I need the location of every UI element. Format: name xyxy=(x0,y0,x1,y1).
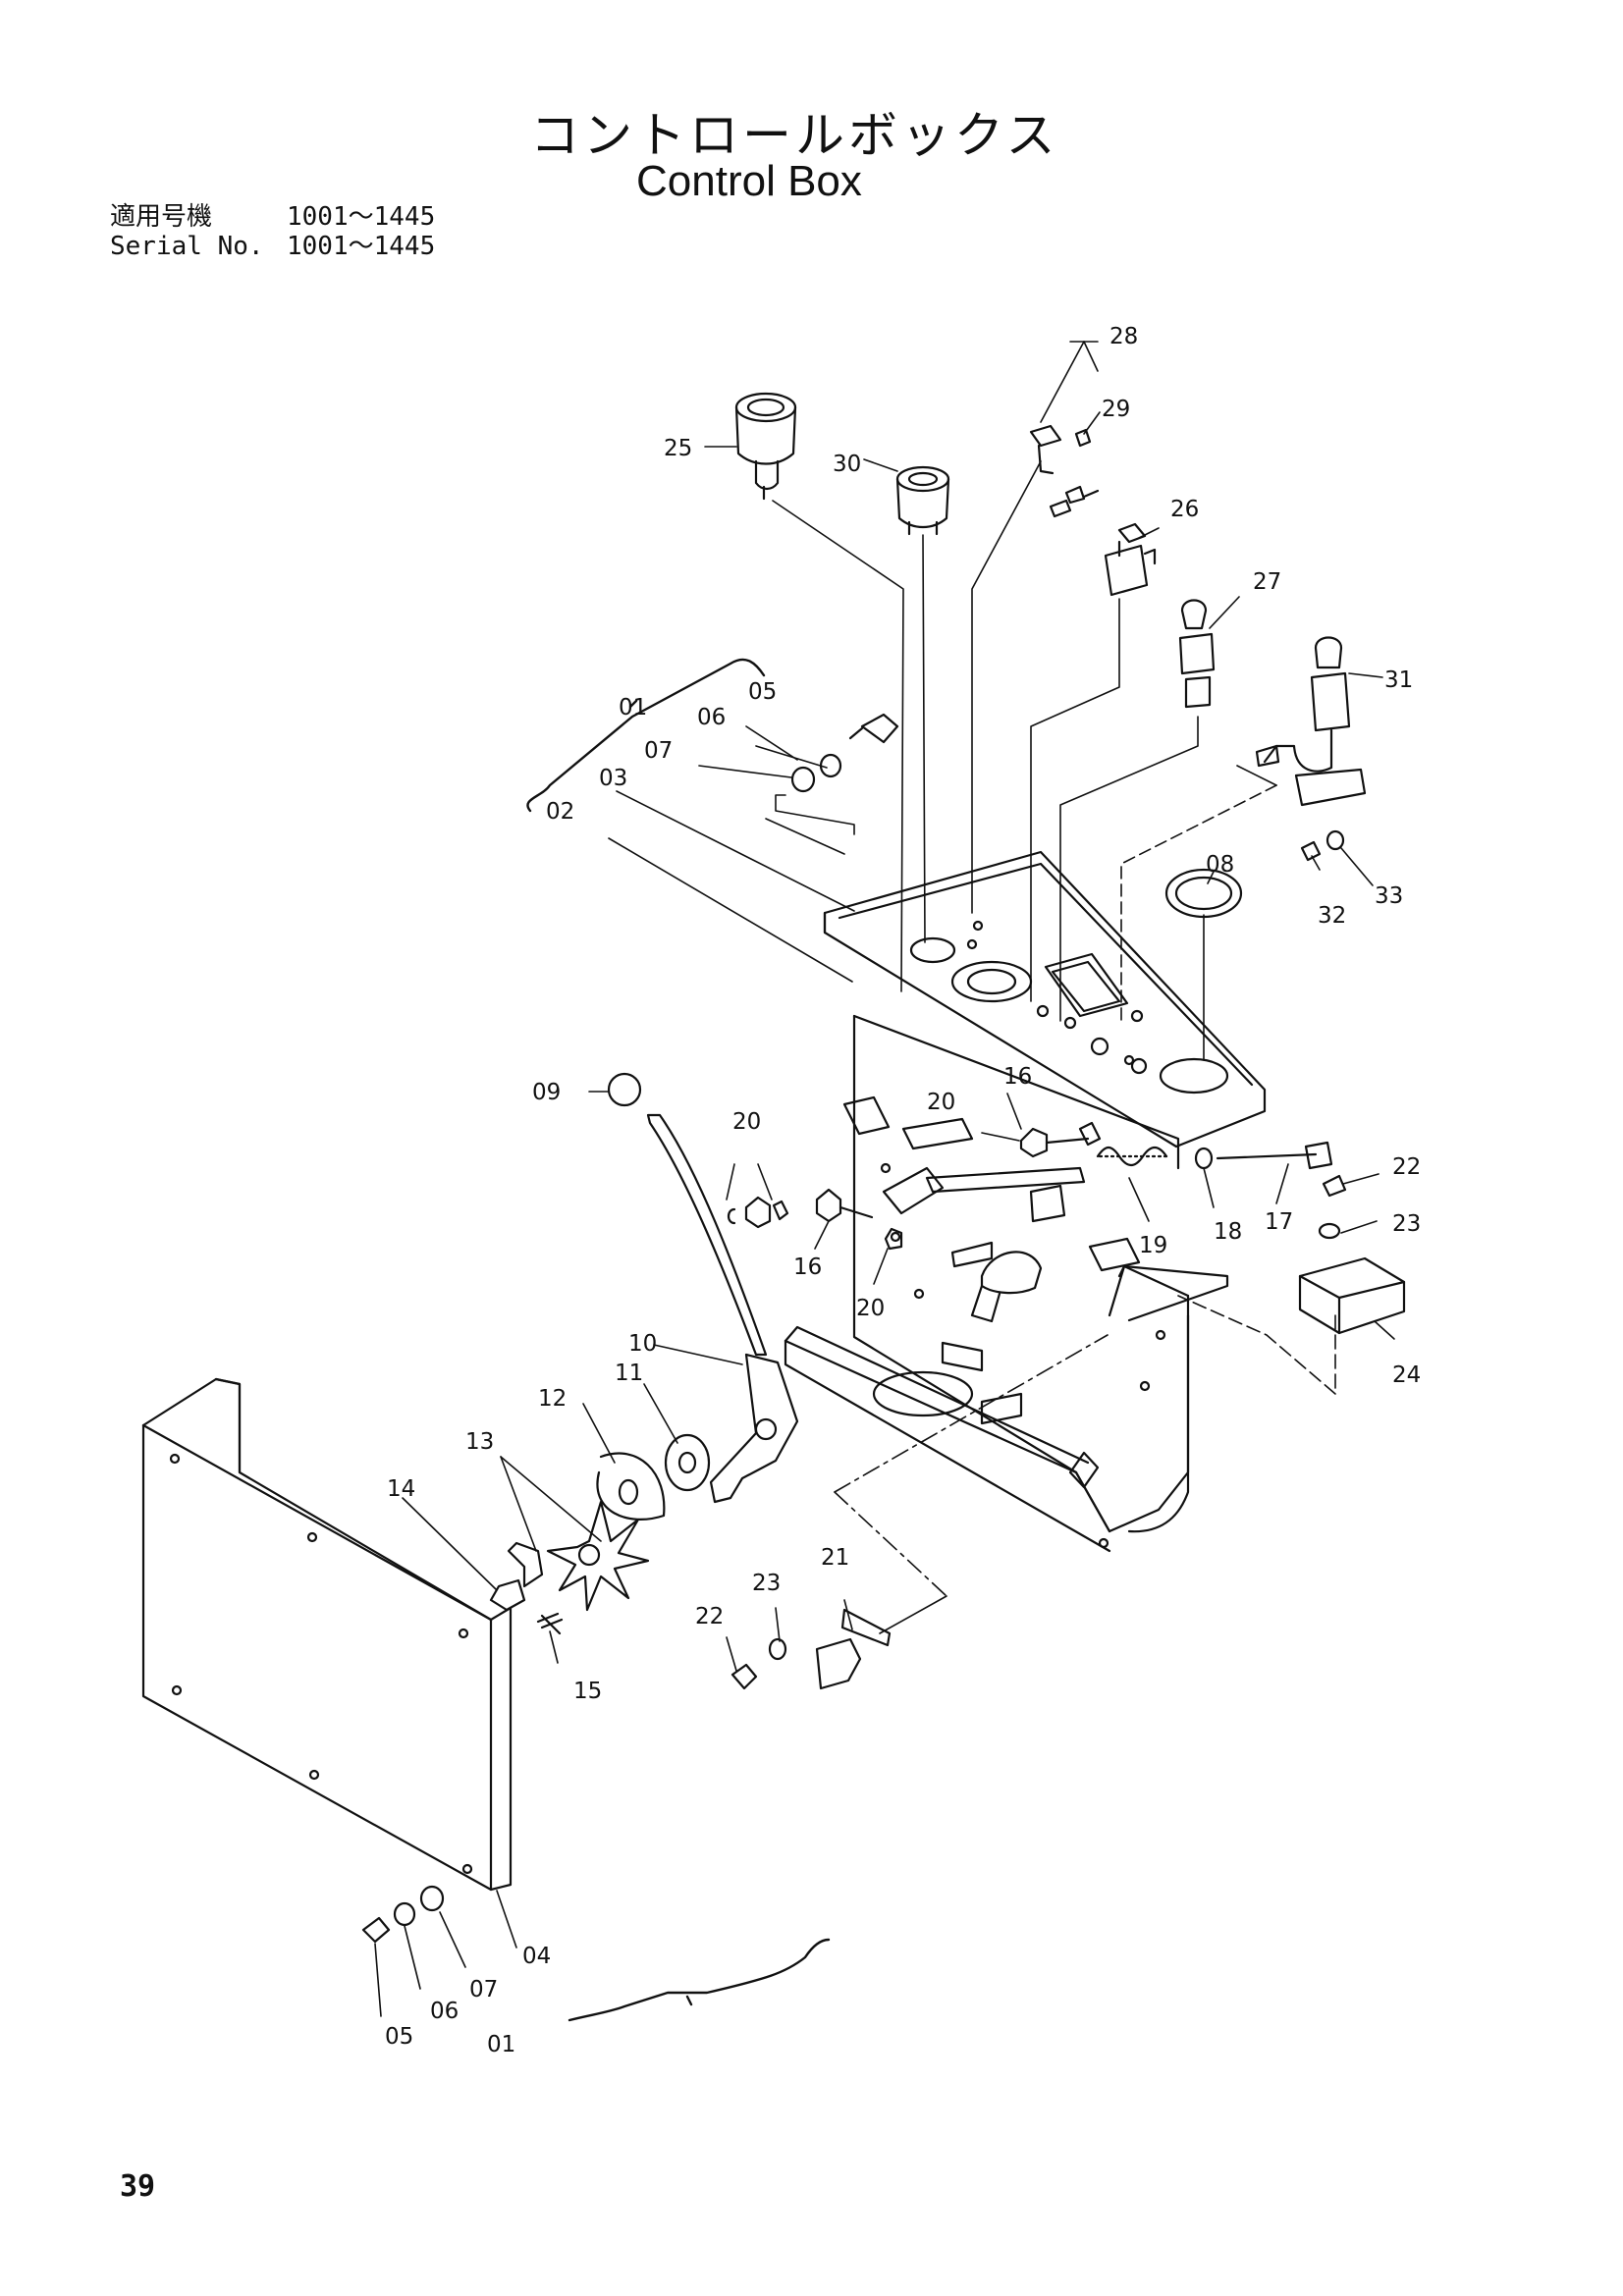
callout-20-left: 20 xyxy=(732,1109,761,1135)
key-switch xyxy=(1255,636,1367,807)
screw-with-washer xyxy=(1300,829,1345,862)
callout-24: 24 xyxy=(1392,1362,1421,1388)
callout-32: 32 xyxy=(1318,903,1346,929)
callout-28: 28 xyxy=(1109,324,1138,349)
top-screw-set xyxy=(790,713,899,793)
top-panel-plate xyxy=(823,850,1267,1148)
callout-16-lower: 16 xyxy=(793,1255,822,1280)
callout-31: 31 xyxy=(1384,667,1413,693)
toggle-switch xyxy=(1104,522,1157,597)
callout-13: 13 xyxy=(465,1429,494,1455)
pilot-lamp-switch xyxy=(1029,424,1100,518)
callout-19: 19 xyxy=(1139,1233,1167,1258)
leader-lines xyxy=(374,341,1395,2017)
callout-20-lower: 20 xyxy=(856,1296,885,1321)
callout-05-top: 05 xyxy=(748,679,777,705)
serial-value-english: 1001～1445 xyxy=(287,232,436,261)
callout-25: 25 xyxy=(664,436,692,461)
callout-27: 27 xyxy=(1253,569,1281,595)
bottom-screw-set xyxy=(361,1885,445,1944)
callout-09: 09 xyxy=(532,1080,561,1105)
callout-08: 08 xyxy=(1206,852,1234,878)
callout-18: 18 xyxy=(1214,1219,1242,1245)
callout-15: 15 xyxy=(573,1679,602,1704)
callout-30: 30 xyxy=(833,452,861,477)
callout-11: 11 xyxy=(615,1361,643,1386)
relay-box xyxy=(1298,1174,1406,1335)
callout-17: 17 xyxy=(1265,1209,1293,1235)
callout-23-right: 23 xyxy=(1392,1211,1421,1237)
callout-26: 26 xyxy=(1170,497,1199,522)
lower-switch-block xyxy=(730,1608,892,1690)
hex-nut xyxy=(489,1578,526,1612)
page-title-japanese: コントロールボックス xyxy=(530,107,1059,164)
callout-29: 29 xyxy=(1102,397,1130,422)
callout-23-lower: 23 xyxy=(752,1571,781,1596)
callout-12: 12 xyxy=(538,1386,567,1412)
serial-row-japanese: 適用号機 1001～1445 xyxy=(110,204,435,230)
brackets xyxy=(526,658,831,2022)
callout-05-bottom: 05 xyxy=(385,2024,413,2050)
callout-06-bottom: 06 xyxy=(430,1999,459,2024)
callout-03: 03 xyxy=(599,766,627,791)
toothed-lock-washer xyxy=(546,1500,650,1612)
callout-01-top: 01 xyxy=(619,695,647,721)
meter-gauge xyxy=(734,392,797,501)
callout-10: 10 xyxy=(628,1331,657,1357)
callout-06-top: 06 xyxy=(697,705,726,730)
callout-14: 14 xyxy=(387,1476,415,1502)
callout-labels: 01 05 06 07 03 02 25 30 28 29 26 27 31 3… xyxy=(385,324,1421,2057)
control-knob-base xyxy=(980,1251,1043,1295)
front-cover-plate xyxy=(141,1377,513,1892)
callout-22-right: 22 xyxy=(1392,1154,1421,1180)
washer-disc xyxy=(664,1433,711,1492)
callout-20-upper: 20 xyxy=(927,1090,955,1115)
box-body xyxy=(784,1014,1229,1553)
serial-label-english: Serial No. xyxy=(110,232,264,261)
hour-meter xyxy=(895,465,950,536)
page-number: 39 xyxy=(120,2169,156,2204)
callout-07-top: 07 xyxy=(644,738,673,764)
hardware-bolts-nuts xyxy=(727,1121,1102,1251)
callout-07-bottom: 07 xyxy=(469,1977,498,2002)
callout-21: 21 xyxy=(821,1545,849,1571)
callout-04: 04 xyxy=(522,1944,551,1969)
callout-16-upper: 16 xyxy=(1003,1064,1032,1090)
page-title-english: Control Box xyxy=(636,157,862,205)
serial-label-japanese: 適用号機 xyxy=(110,202,213,232)
lever-knob xyxy=(607,1072,642,1107)
callout-01-bottom: 01 xyxy=(487,2032,515,2057)
callout-22-lower: 22 xyxy=(695,1604,724,1629)
push-button-switch xyxy=(1178,599,1216,709)
control-lever-assembly xyxy=(489,1072,799,1635)
spring-and-rod xyxy=(882,1117,1333,1323)
callout-33: 33 xyxy=(1375,883,1403,909)
callout-02: 02 xyxy=(546,799,574,825)
serial-row-english: Serial No. 1001～1445 xyxy=(110,234,435,259)
serial-value-japanese: 1001～1445 xyxy=(287,202,436,232)
